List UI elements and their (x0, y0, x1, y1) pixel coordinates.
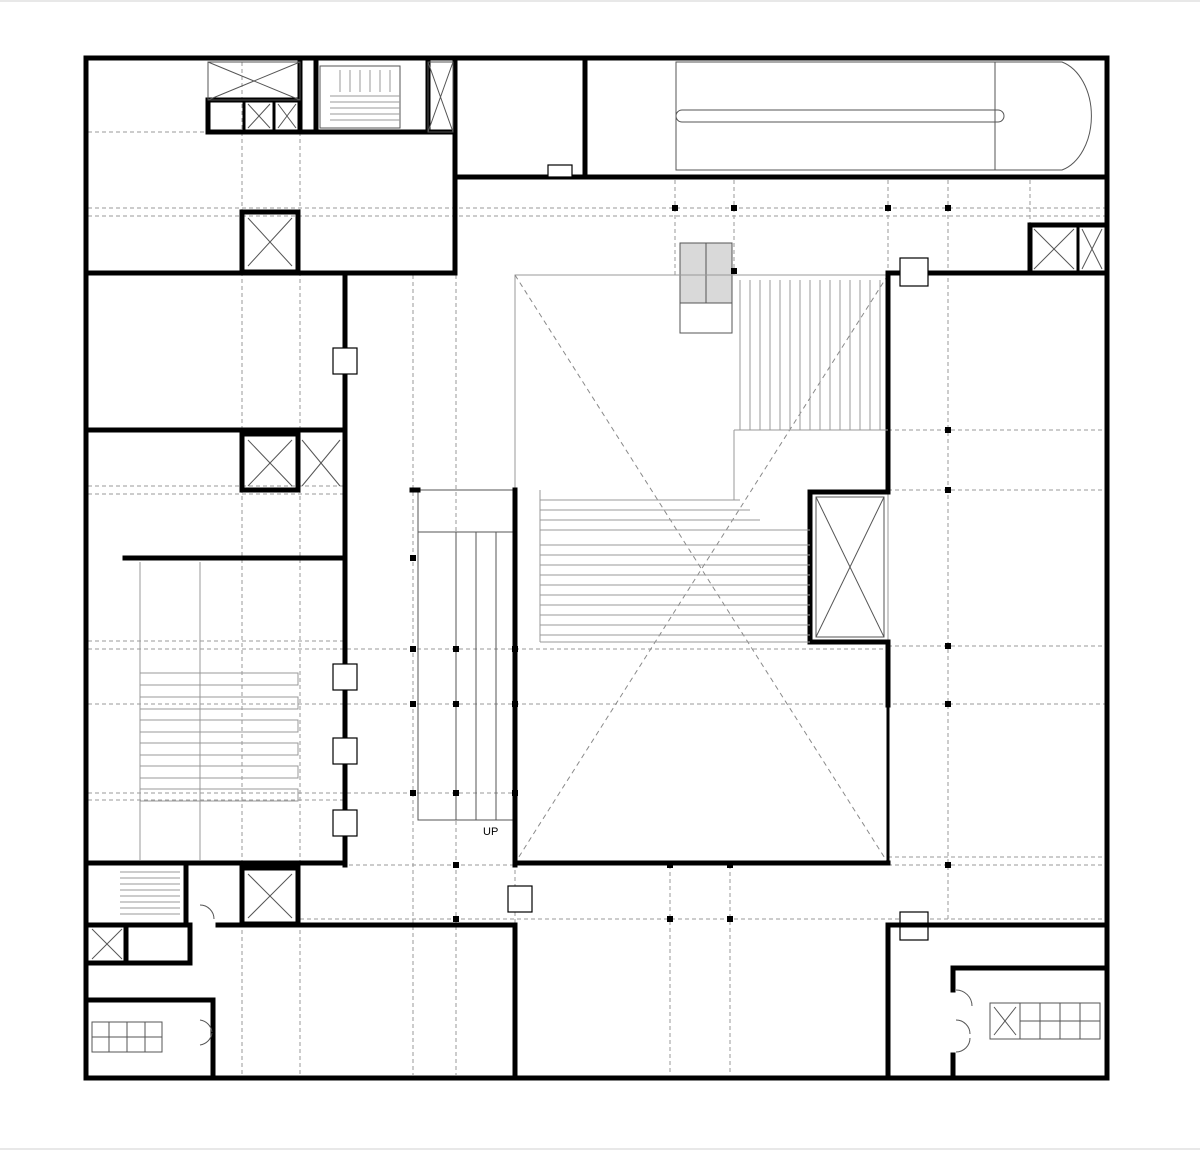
bottom-right-block (885, 922, 1108, 1078)
top-middle-block (452, 55, 1108, 180)
left-middle-walls (85, 270, 358, 868)
columns (410, 205, 951, 922)
top-right-core (885, 222, 1108, 287)
top-left-block (85, 55, 458, 276)
ramp-block (675, 61, 1092, 171)
bottom-left-block (85, 865, 518, 1078)
central-atrium (507, 272, 929, 941)
stair-up-label: UP (483, 826, 498, 838)
outer-wall (83, 55, 1110, 1081)
door[interactable] (332, 809, 358, 837)
left-hall-rows (139, 562, 299, 860)
door[interactable] (899, 257, 929, 287)
door[interactable] (507, 885, 533, 913)
door[interactable] (547, 164, 573, 178)
stair-top-center (679, 242, 733, 334)
door[interactable] (332, 663, 358, 691)
stair-top-left (319, 65, 401, 129)
escalator: UP (409, 487, 515, 838)
door[interactable] (332, 347, 358, 375)
door[interactable] (332, 737, 358, 765)
